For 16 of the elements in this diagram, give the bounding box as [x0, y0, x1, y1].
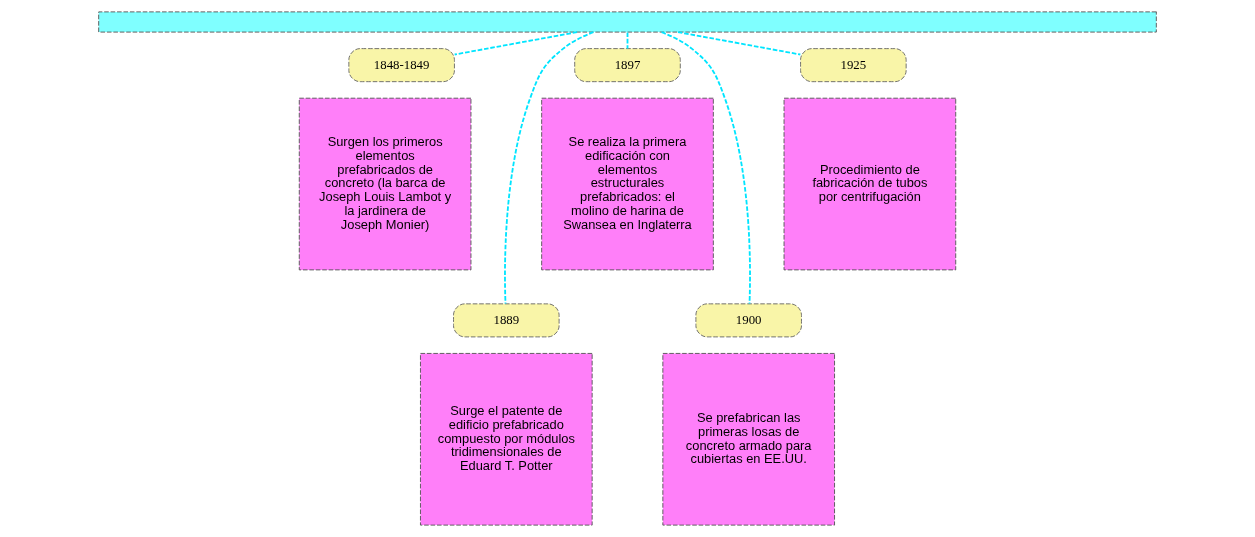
node-box: 1900 — [695, 303, 802, 338]
connector — [660, 31, 751, 305]
node-box: 1889 — [453, 303, 560, 338]
connector — [626, 31, 629, 50]
node-box: Se realiza la primera edificación con elementos estructurales prefabricados: el molino de harina de Swansea en Inglaterra — [541, 97, 714, 271]
node-box: Se prefabrican las primeras losas de concreto armado para cubiertas en EE.UU. — [662, 352, 835, 526]
connector — [504, 31, 595, 305]
connector — [453, 31, 578, 56]
node-box: Surgen los primeros elementos prefabricados de concreto (la barca de Joseph Louis Lambot y la jardinera de Joseph Monier) — [298, 97, 472, 271]
node-box: 1848-1849 — [348, 48, 455, 83]
connector — [677, 31, 802, 56]
node-box: Procedimiento de fabricación de tubos por centrifugación — [783, 97, 957, 271]
node-bar — [98, 11, 1157, 33]
node-box: 1897 — [574, 48, 681, 83]
node-box: Surge el patente de edificio prefabricado compuesto por módulos tridimensionales de Eduard T. Potter — [420, 352, 593, 526]
node-box: 1925 — [800, 48, 907, 83]
